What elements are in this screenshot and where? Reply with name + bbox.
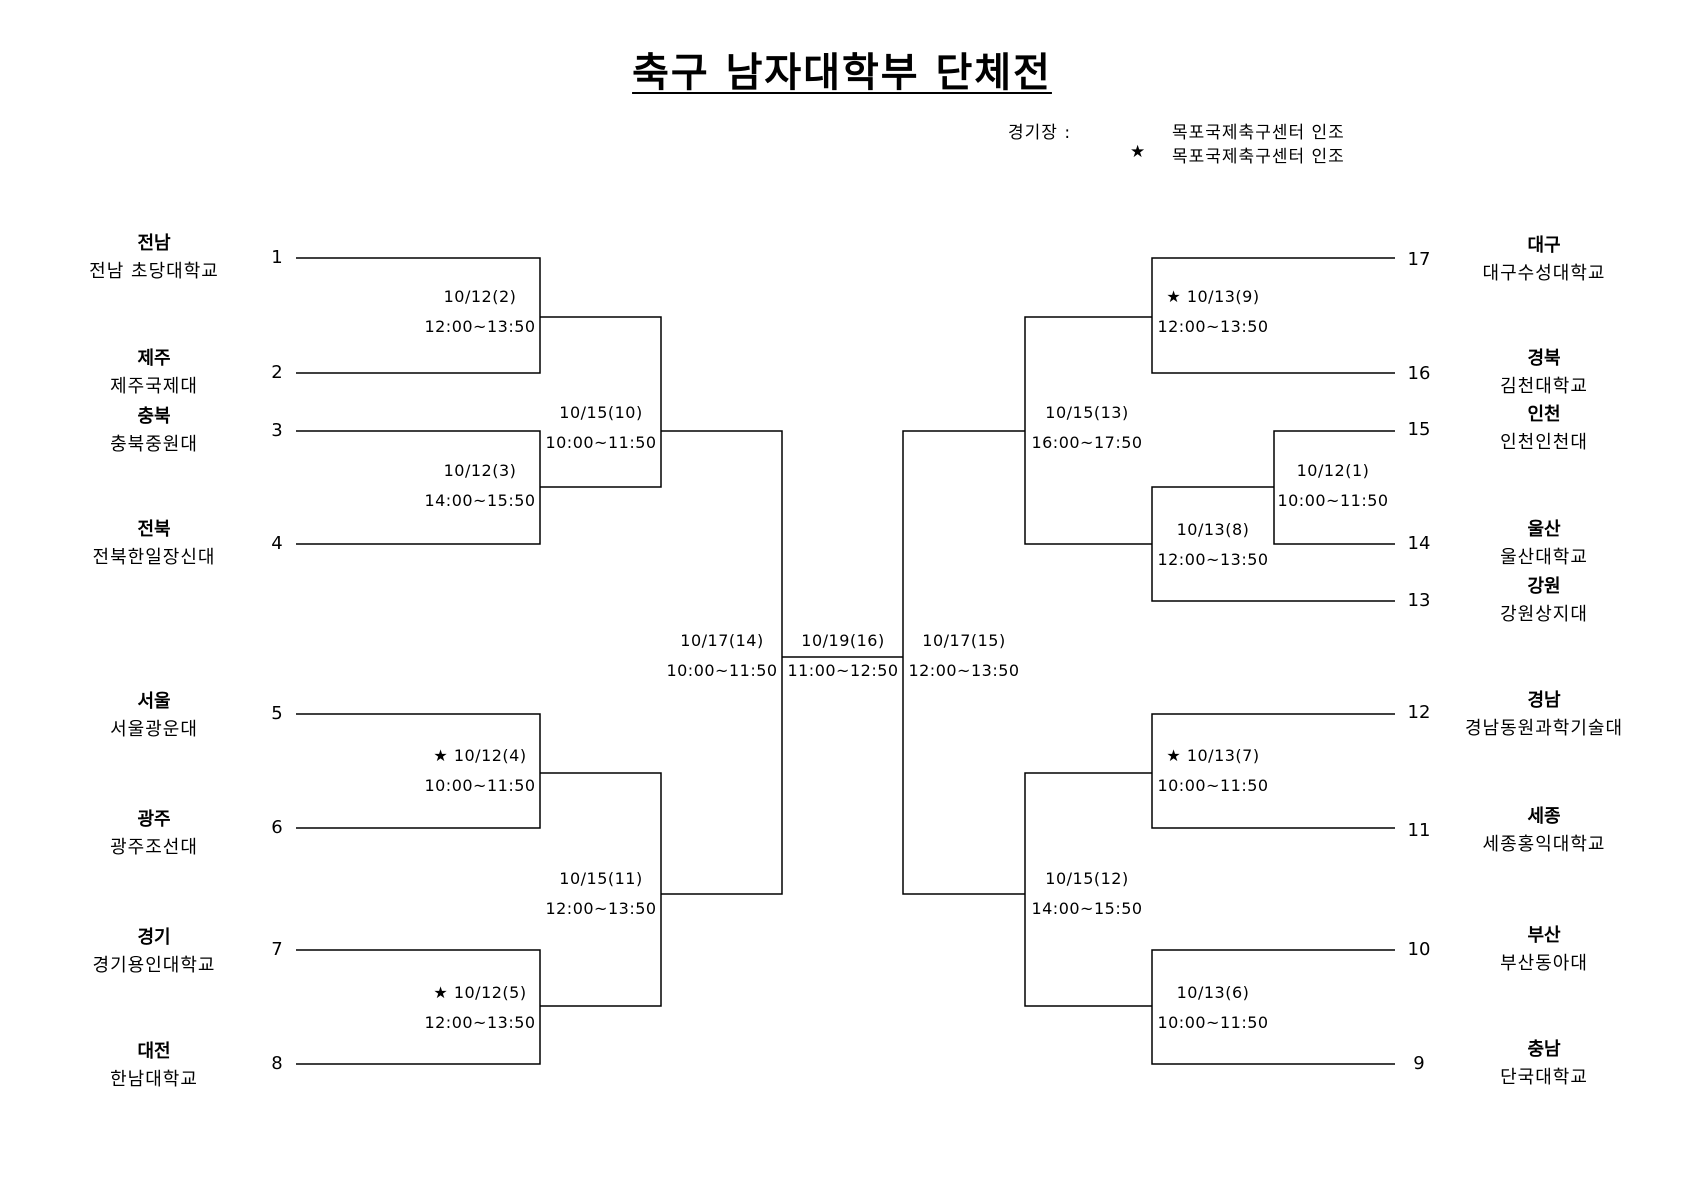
seed-number: 17 [1407, 249, 1431, 270]
venue-line-2: 목포국제축구센터 인조 [1172, 147, 1345, 167]
match-6: 10/13(6)10:00~11:50 [1157, 983, 1269, 1032]
seed-number: 10 [1407, 939, 1431, 960]
seed-number: 12 [1407, 702, 1431, 723]
match-14: 10/17(14)10:00~11:50 [666, 631, 778, 680]
star-icon: ★ [1130, 142, 1147, 162]
match-1: 10/12(1)10:00~11:50 [1277, 461, 1389, 510]
seed-number: 16 [1407, 363, 1431, 384]
seed-number: 3 [271, 420, 283, 441]
match-9: ★ 10/13(9)12:00~13:50 [1157, 287, 1269, 336]
venue-label: 경기장 : [1008, 123, 1072, 143]
seed-number: 13 [1407, 590, 1431, 611]
match-2: 10/12(2)12:00~13:50 [424, 287, 536, 336]
match-4: ★ 10/12(4)10:00~11:50 [424, 746, 536, 795]
match-11: 10/15(11)12:00~13:50 [545, 869, 657, 918]
seed-number: 8 [271, 1053, 283, 1074]
match-15: 10/17(15)12:00~13:50 [908, 631, 1020, 680]
seed-number: 14 [1407, 533, 1431, 554]
seed-number: 7 [271, 939, 283, 960]
match-3: 10/12(3)14:00~15:50 [424, 461, 536, 510]
seed-number: 11 [1407, 820, 1431, 841]
match-10: 10/15(10)10:00~11:50 [545, 403, 657, 452]
match-12: 10/15(12)14:00~15:50 [1031, 869, 1143, 918]
match-5: ★ 10/12(5)12:00~13:50 [424, 983, 536, 1032]
match-13: 10/15(13)16:00~17:50 [1031, 403, 1143, 452]
match-16-final: 10/19(16)11:00~12:50 [787, 631, 899, 680]
match-7: ★ 10/13(7)10:00~11:50 [1157, 746, 1269, 795]
seed-number: 6 [271, 817, 283, 838]
seed-number: 4 [271, 533, 283, 554]
seed-number: 15 [1407, 419, 1431, 440]
seed-number: 1 [271, 247, 283, 268]
seed-number: 5 [271, 703, 283, 724]
seed-number: 9 [1413, 1053, 1425, 1074]
page-title: 축구 남자대학부 단체전 [632, 50, 1052, 96]
match-8: 10/13(8)12:00~13:50 [1157, 520, 1269, 569]
seed-number: 2 [271, 362, 283, 383]
venue-line-1: 목포국제축구센터 인조 [1172, 123, 1345, 143]
